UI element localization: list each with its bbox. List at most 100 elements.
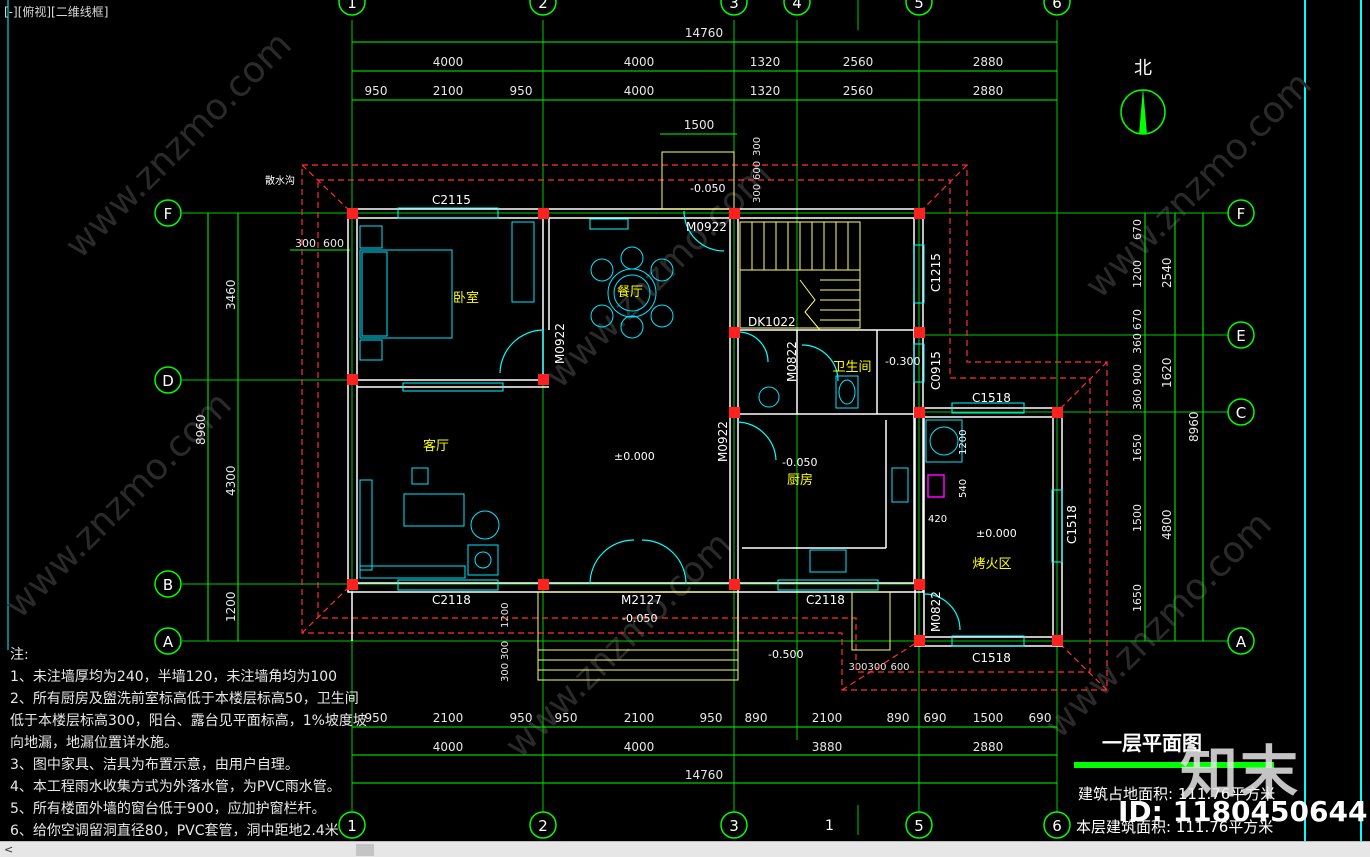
room-label-bedroom: 卧室	[453, 290, 479, 306]
dim-right-outer: 8960	[1187, 411, 1201, 442]
north-arrow: 北	[1120, 58, 1166, 135]
dim-bottom: 2100	[433, 711, 464, 725]
dim-right: 1650	[1131, 434, 1144, 462]
label-c1215: C1215	[929, 253, 943, 292]
doors	[499, 210, 961, 631]
dim-bottom: 2100	[812, 711, 843, 725]
scroll-thumb[interactable]	[356, 844, 374, 856]
room-label-living: 客厅	[423, 438, 449, 454]
dim-top: 950	[365, 84, 388, 98]
viewport-title[interactable]: [-][俯视][二维线框]	[4, 5, 109, 19]
axis-label-col: 6	[1052, 0, 1062, 12]
dim-top: 1320	[750, 84, 781, 98]
room-label-kitchen: 厨房	[787, 472, 813, 488]
dim-porch: 300	[500, 641, 511, 660]
dim-top: 2560	[843, 55, 874, 69]
note-line: 3、图中家具、洁具为布置示意，由用户自理。	[10, 757, 299, 773]
dim-bottom: 1500	[973, 711, 1004, 725]
label-c1518: C1518	[972, 391, 1011, 405]
note-line: 1、未注墙厚均为240，半墙120，未注墙角均为100	[10, 669, 338, 685]
scroll-left-icon[interactable]: <	[4, 843, 14, 856]
dim-right-mid: 4800	[1160, 509, 1174, 540]
watermark-text: www.znzmo.com	[537, 154, 779, 396]
axis-bubbles	[154, 0, 1255, 839]
horizontal-scrollbar[interactable]: <	[0, 841, 1370, 857]
staircase	[739, 221, 861, 331]
dim-bottom: 2100	[624, 711, 655, 725]
dim-bbq: 540	[958, 479, 969, 498]
level-mark: -0.500	[768, 648, 803, 661]
label-c0915: C0915	[929, 351, 943, 390]
dim-right: 1500	[1131, 504, 1144, 532]
left-dimensions	[207, 213, 350, 641]
dim-small: 300	[848, 662, 867, 673]
level-mark: ±0.000	[614, 450, 655, 463]
dim-top: 1320	[750, 55, 781, 69]
axis-label-row: C	[1236, 404, 1246, 422]
label-c1518: C1518	[1065, 505, 1079, 544]
room-label-bath: 卫生间	[832, 360, 871, 375]
design-notes: 注: 1、未注墙厚均为240，半墙120，未注墙角均为100 2、所有厨房及盥洗…	[10, 644, 367, 842]
dim-small: 600	[890, 662, 909, 673]
dim-left-small: 600	[323, 237, 344, 250]
dim-bottom: 890	[745, 711, 768, 725]
axis-label-col: 5	[914, 817, 924, 835]
dim-bottom: 950	[700, 711, 723, 725]
label-c2118: C2118	[806, 593, 845, 607]
dim-bottom: 690	[1029, 711, 1052, 725]
label-m0922: M0922	[686, 220, 727, 234]
dim-left: 4300	[224, 465, 238, 496]
axis-label-row: A	[1236, 633, 1247, 651]
north-label: 北	[1134, 58, 1152, 79]
axis-label-col: 2	[538, 817, 548, 835]
label-c2115: C2115	[432, 193, 471, 207]
dim-left-outer: 8960	[194, 414, 208, 445]
dim-right-mid: 1620	[1160, 357, 1174, 388]
axis-label-col: 1	[347, 0, 357, 12]
dim-bottom: 950	[365, 711, 388, 725]
dim-bbq: 1200	[958, 430, 969, 455]
dim-bottom: 890	[887, 711, 910, 725]
stat-floor-area: 本层建筑面积: 111.76平方米	[1076, 818, 1273, 836]
dim-total-top: 14760	[685, 26, 723, 40]
dim-bottom: 4000	[624, 740, 655, 754]
dim-stair-v: 300	[752, 184, 763, 203]
label-m0922: M0922	[553, 323, 567, 364]
eaves-outline	[301, 164, 1108, 691]
title-block: 一层平面图 建筑占地面积: 111.76平方米 本层建筑面积: 111.76平方…	[1074, 731, 1275, 836]
dim-bottom: 2880	[973, 740, 1004, 754]
axis-label-row: A	[163, 633, 174, 651]
axis-label-row: F	[1237, 205, 1246, 223]
room-label-bbq: 烤火区	[972, 557, 1011, 572]
dim-top: 4000	[624, 55, 655, 69]
porch	[537, 151, 891, 681]
level-mark: ±0.000	[976, 527, 1017, 540]
label-m0822: M0822	[785, 341, 799, 382]
axis-label-col: 6	[1052, 817, 1062, 835]
label-c1518: C1518	[972, 651, 1011, 665]
level-mark: -0.050	[622, 612, 657, 625]
note-line: 6、给你空调留洞直径80，PVC套管，洞中距地2.4米	[10, 823, 339, 839]
axis-label-row: D	[162, 372, 174, 390]
note-line: 注:	[10, 647, 29, 663]
right-dimensions	[1144, 213, 1204, 641]
dim-stair-v: 300	[752, 137, 763, 156]
note-line: 低于本楼层标高300，阳台、露台见平面标高，1%坡度坡	[10, 713, 367, 729]
watermark-text: www.znzmo.com	[1077, 64, 1319, 306]
dim-right: 900	[1131, 364, 1144, 385]
dim-porch: 300	[500, 663, 511, 682]
axis-label-col: 4	[792, 0, 802, 12]
dim-top: 2880	[973, 84, 1004, 98]
room-label-dining: 餐厅	[617, 284, 643, 300]
dim-right: 670	[1131, 219, 1144, 240]
note-line: 向地漏，地漏位置详水施。	[10, 735, 178, 751]
dim-bottom: 690	[924, 711, 947, 725]
dim-left: 3460	[224, 279, 238, 310]
axis-label-col: 3	[729, 0, 739, 12]
dim-right: 1200	[1131, 260, 1144, 288]
dim-bottom: 950	[555, 711, 578, 725]
bottom-dimensions	[352, 726, 1057, 784]
center-mark: 1	[825, 818, 834, 834]
